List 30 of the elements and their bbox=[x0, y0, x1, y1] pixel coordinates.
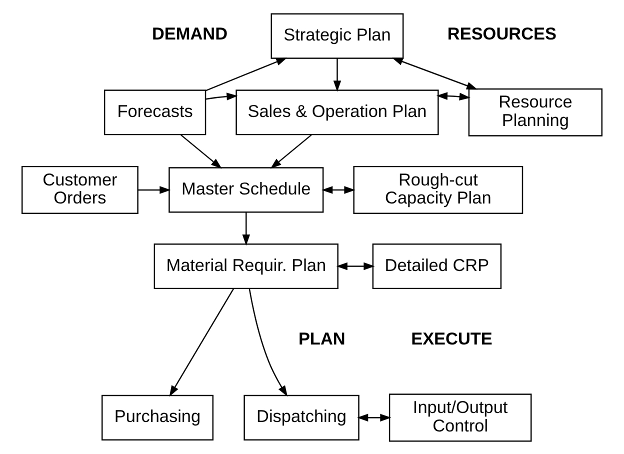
node-box: Sales & Operation Plan bbox=[236, 89, 439, 135]
arrow bbox=[169, 288, 234, 396]
node-box: Customer Orders bbox=[22, 165, 138, 214]
arrow bbox=[357, 413, 392, 422]
node-box: Rough-cut Capacity Plan bbox=[353, 165, 524, 214]
node-box: Dispatching bbox=[244, 394, 360, 440]
arrow bbox=[138, 186, 171, 194]
label: RESOURCES bbox=[447, 22, 556, 43]
arrow bbox=[436, 92, 470, 100]
arrow bbox=[392, 57, 478, 90]
node-box: Forecasts bbox=[104, 89, 206, 135]
node-box: Master Schedule bbox=[168, 166, 324, 212]
arrow bbox=[205, 57, 288, 91]
arrow bbox=[242, 212, 250, 246]
arrow bbox=[333, 58, 342, 92]
node-box: Resource Planning bbox=[468, 88, 602, 136]
node-box: Purchasing bbox=[102, 394, 214, 440]
node-box: Material Requir. Plan bbox=[154, 243, 338, 289]
arrow bbox=[270, 134, 312, 168]
arrow bbox=[322, 186, 356, 194]
arrow bbox=[336, 262, 375, 270]
label: EXECUTE bbox=[411, 328, 492, 348]
arrow bbox=[248, 288, 288, 396]
node-box: Detailed CRP bbox=[372, 243, 502, 289]
arrow bbox=[205, 92, 238, 100]
label: DEMAND bbox=[152, 22, 228, 43]
node-box: Strategic Plan bbox=[270, 12, 404, 58]
node-box: Input/Output Control bbox=[388, 393, 532, 442]
arrow bbox=[180, 134, 222, 168]
label: PLAN bbox=[298, 328, 346, 348]
